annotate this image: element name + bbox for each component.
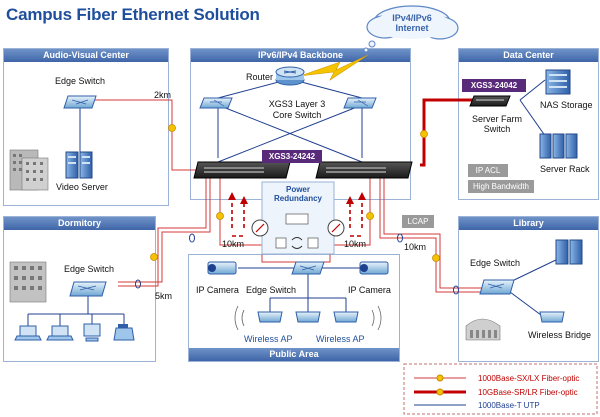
server-farm-label-1: Server Farm	[471, 114, 522, 124]
wireless-bridge-label: Wireless Bridge	[528, 330, 592, 340]
power-redundancy-title-2: Redundancy	[274, 194, 323, 203]
ip-acl-tag: IP ACL	[468, 164, 508, 177]
wireless-ap-right-label: Wireless AP	[316, 334, 365, 344]
power-redundancy-box	[251, 181, 345, 255]
server-rack-icon	[539, 133, 578, 159]
library-distance-label: 10km	[404, 242, 427, 252]
power-redundancy-title-1: Power	[286, 185, 310, 194]
legend-box	[403, 363, 598, 415]
laptop-icon	[14, 325, 42, 341]
dorm-building-icon	[9, 261, 47, 303]
core-switch-label-1: XGS3 Layer 3	[268, 99, 326, 109]
high-bandwidth-tag: High Bandwidth	[468, 180, 534, 193]
ip-camera-icon	[207, 261, 237, 275]
server-farm-label-2: Switch	[483, 124, 511, 134]
panel-header: IPv6/IPv4 Backbone	[191, 49, 410, 62]
server-farm-switch-icon	[469, 95, 511, 107]
av-edge-switch-icon	[63, 95, 97, 109]
core-switch-label-2: Core Switch	[272, 110, 322, 120]
xgs-core-badge: XGS3-24242	[262, 150, 322, 163]
legend-item-1000base-t: 1000Base-T UTP	[478, 401, 540, 410]
panel-header: Public Area	[189, 348, 399, 361]
public-edge-switch-icon	[291, 261, 325, 275]
backbone-switch-right-icon	[343, 97, 377, 109]
lightning-icon	[299, 54, 369, 81]
ip-camera-icon	[359, 261, 389, 275]
core-switch-left-icon	[193, 161, 291, 179]
power-redundancy-arrows	[228, 192, 366, 237]
desktop-pc-icon	[83, 323, 101, 342]
cloud-line1: IPv4/IPv6	[392, 13, 432, 23]
server-rack-label: Server Rack	[540, 164, 590, 174]
av-distance-label: 2km	[154, 90, 172, 100]
library-building-icon	[465, 318, 501, 341]
library-fiber-link	[379, 178, 492, 293]
nas-storage-label: NAS Storage	[540, 100, 593, 110]
wireless-ap-left-label: Wireless AP	[244, 334, 293, 344]
video-server-label: Video Server	[56, 182, 108, 192]
fiber-bundle-rings	[135, 233, 459, 295]
ip-camera-right-label: IP Camera	[348, 285, 391, 295]
panel-header: Library	[459, 217, 598, 230]
video-server-icon	[65, 151, 93, 179]
panel-header: Dormitory	[4, 217, 155, 230]
library-utp-links	[509, 257, 561, 319]
internet-cloud-icon	[363, 5, 459, 53]
left-distance-label: 10km	[222, 239, 245, 249]
router-label: Router	[246, 72, 274, 82]
ip-camera-left-label: IP Camera	[196, 285, 239, 295]
av-building-icon	[9, 149, 49, 191]
wireless-bridge-icon	[539, 311, 565, 323]
fiber-connector-markers	[150, 124, 440, 262]
library-server-icon	[555, 239, 583, 265]
lcap-tag: LCAP	[402, 215, 434, 228]
public-utp-links	[238, 267, 360, 312]
backbone-switch-left-icon	[199, 97, 233, 109]
wireless-ap-icon	[295, 311, 321, 323]
dorm-distance-label: 5km	[155, 291, 173, 301]
router-icon	[275, 66, 305, 86]
core-switch-right-icon	[315, 161, 413, 179]
panel-header: Audio-Visual Center	[4, 49, 168, 62]
right-distance-label: 10km	[344, 239, 367, 249]
ip-phone-icon	[113, 324, 135, 341]
datacenter-utp-links	[519, 79, 549, 141]
av-fiber-link	[88, 99, 200, 171]
cloud-line2: Internet	[395, 23, 428, 33]
legend-item-10gbase-sr-lr: 10GBase-SR/LR Fiber-optic	[478, 388, 578, 397]
laptop-icon	[46, 325, 74, 341]
xgs-datacenter-badge: XGS3-24042	[462, 79, 526, 92]
wireless-ap-icon	[234, 305, 283, 331]
dorm-fiber-link	[118, 178, 211, 287]
public-edge-switch-label: Edge Switch	[246, 285, 297, 295]
library-edge-switch-icon	[479, 279, 515, 295]
av-edge-switch-label: Edge Switch	[55, 76, 106, 86]
dorm-edge-switch-icon	[69, 281, 107, 297]
wireless-ap-icon	[333, 305, 382, 331]
panel-data-center: Data Center	[458, 48, 599, 200]
nas-storage-icon	[545, 69, 571, 95]
page-title: Campus Fiber Ethernet Solution	[6, 5, 260, 24]
legend-item-1000base-sx-lx: 1000Base-SX/LX Fiber-optic	[478, 374, 580, 383]
dorm-edge-switch-label: Edge Switch	[64, 264, 115, 274]
panel-header: Data Center	[459, 49, 598, 62]
library-edge-switch-label: Edge Switch	[470, 258, 521, 268]
